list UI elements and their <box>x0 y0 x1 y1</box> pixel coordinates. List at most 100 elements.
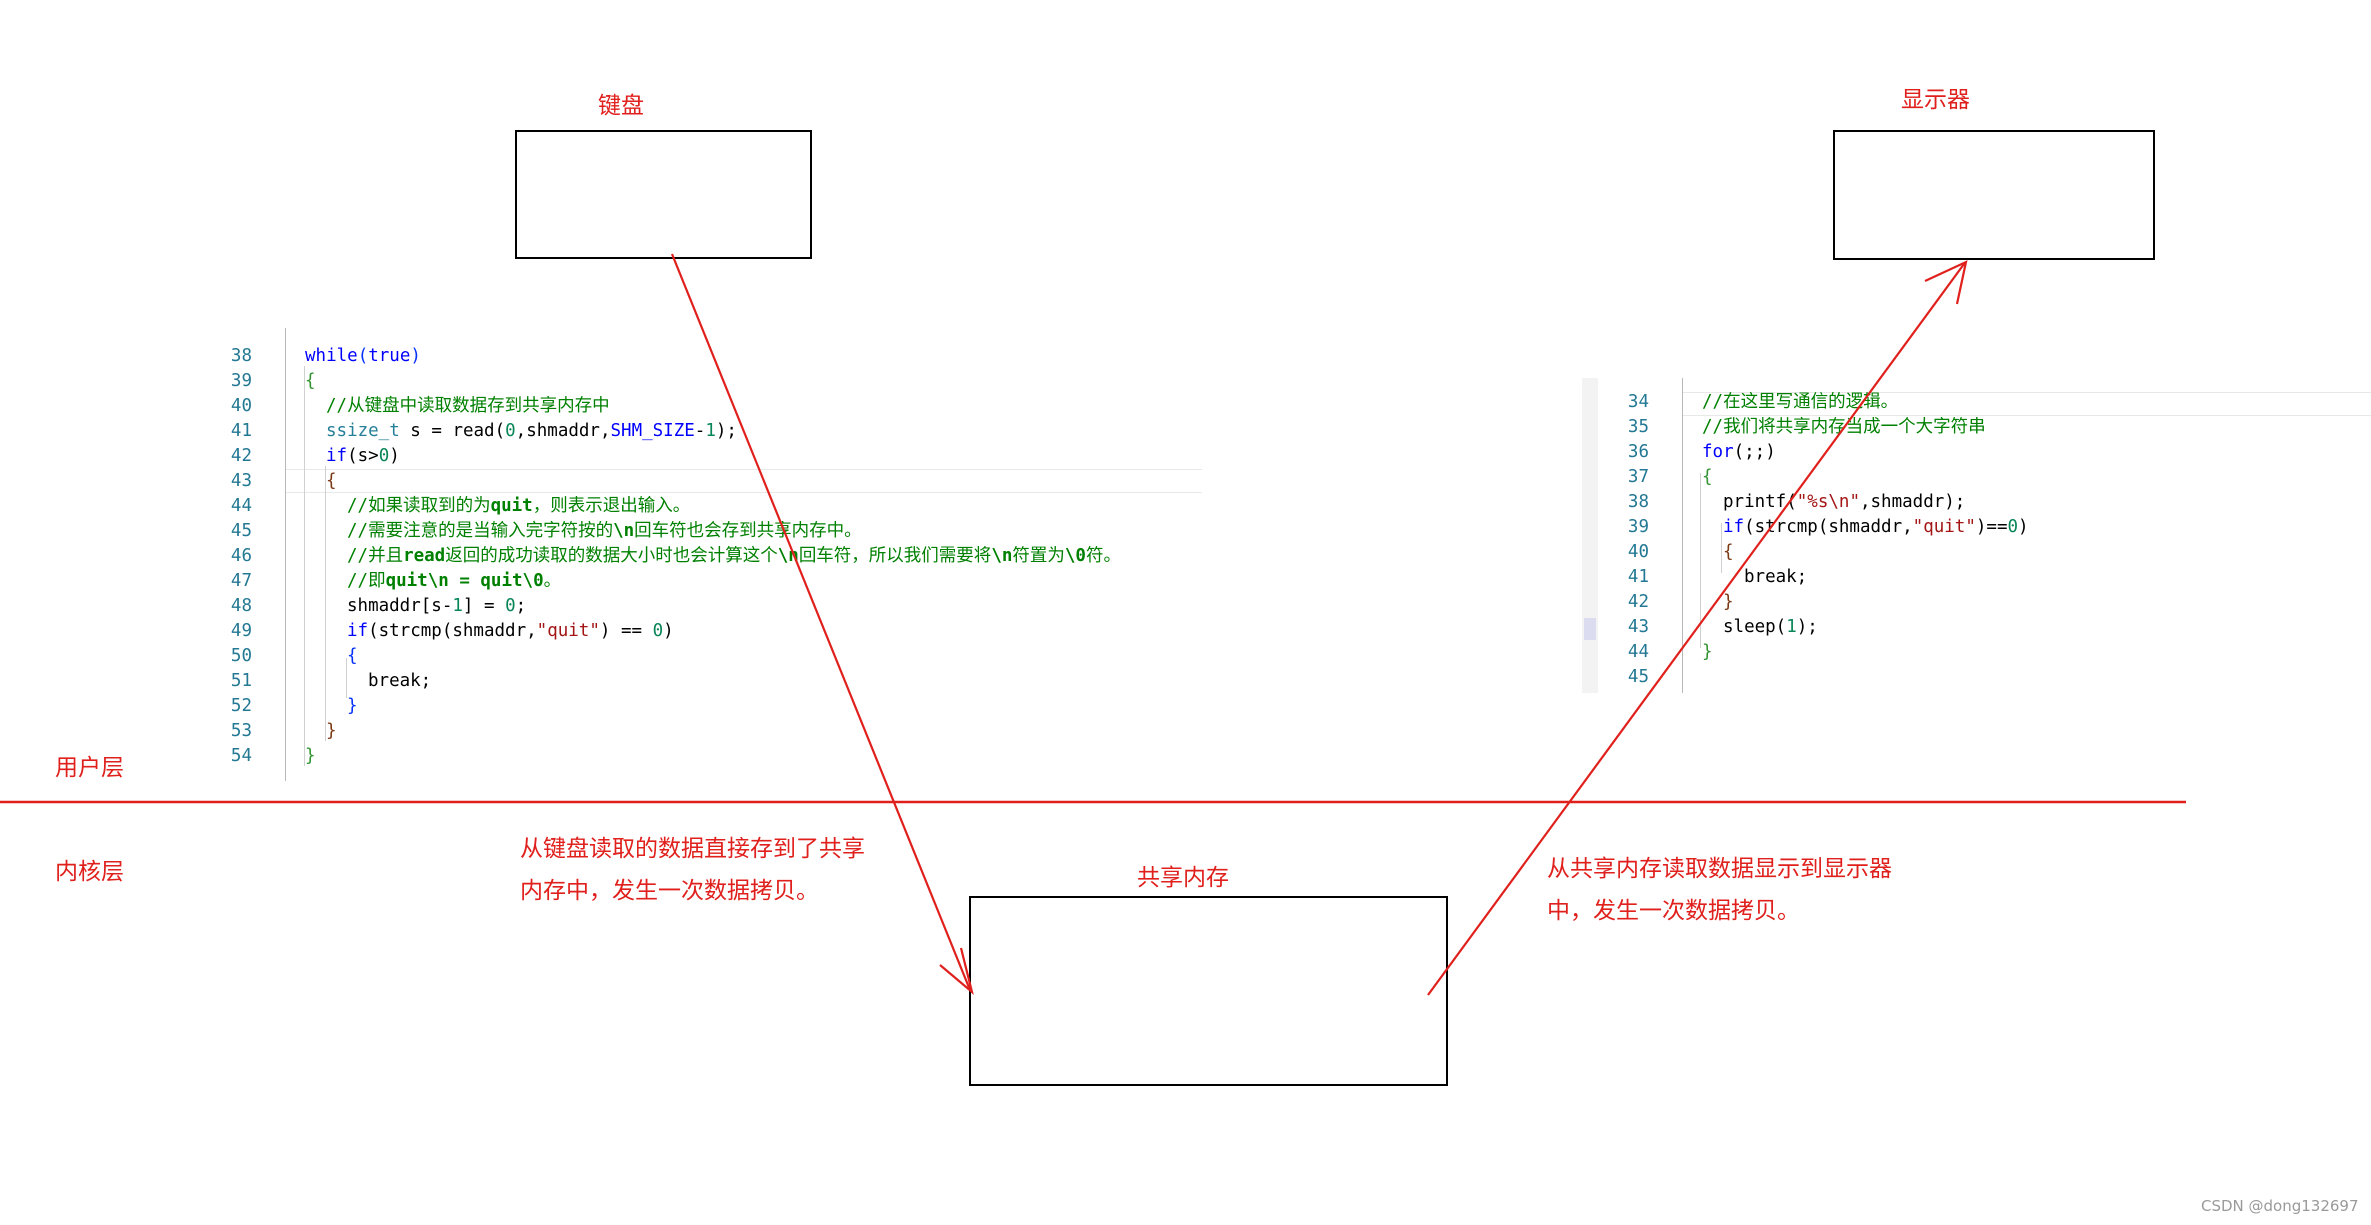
line-number: 49 <box>230 621 252 641</box>
line-number: 37 <box>1627 467 1649 487</box>
code-text: //如果读取到的为quit，则表示退出输入。 <box>347 494 690 519</box>
code-text: ssize_t s = read(0,shmaddr,SHM_SIZE-1); <box>326 419 737 444</box>
code-text: break; <box>1744 565 1807 590</box>
line-number: 43 <box>230 471 252 491</box>
line-number: 46 <box>230 546 252 566</box>
code-token: ) <box>410 346 421 366</box>
code-token: "quit" <box>1912 517 1976 537</box>
code-token: } <box>326 721 337 741</box>
code-token: if <box>1723 517 1745 537</box>
code-text: //即quit\n = quit\0。 <box>347 569 561 594</box>
reader-scroll-strip <box>1582 378 1598 693</box>
code-token: true <box>368 346 411 366</box>
code-token: read <box>403 546 446 566</box>
keyboard-to-memory-arrow <box>670 253 972 991</box>
code-text: //在这里写通信的逻辑。 <box>1702 390 1898 415</box>
code-token: ssize_t <box>326 421 400 441</box>
reader-indent-guide-2 <box>1721 523 1722 573</box>
code-token: 0 <box>2007 517 2019 537</box>
write-copy-note-line2: 内存中，发生一次数据拷贝。 <box>520 878 819 904</box>
code-text: if(strcmp(shmaddr,"quit") == 0) <box>347 619 674 644</box>
code-token: ); <box>1796 617 1818 637</box>
code-token: (s> <box>347 446 379 466</box>
code-token: 1 <box>1786 617 1797 637</box>
code-token: } <box>305 746 316 766</box>
writer-indent-guide-1 <box>304 366 305 766</box>
write-copy-note: 从键盘读取的数据直接存到了共享 内存中，发生一次数据拷贝。 <box>520 828 865 912</box>
code-token: } <box>1702 642 1713 662</box>
code-token: //并且 <box>347 546 404 566</box>
code-token: //在这里写通信的逻辑。 <box>1702 392 1899 412</box>
code-token: ) == <box>599 621 653 641</box>
write-copy-note-line1: 从键盘读取的数据直接存到了共享 <box>520 836 865 862</box>
code-token: while <box>305 346 358 366</box>
code-token: } <box>1723 592 1734 612</box>
code-token: - <box>694 421 706 441</box>
writer-indent-guide-3 <box>346 658 347 698</box>
line-number: 39 <box>230 371 252 391</box>
code-token: //如果读取到的为 <box>347 496 491 516</box>
code-text: { <box>305 369 316 394</box>
line-number: 42 <box>230 446 252 466</box>
code-token: { <box>326 471 337 491</box>
code-token: \n <box>777 546 799 566</box>
code-text: if(strcmp(shmaddr,"quit")==0) <box>1723 515 2029 540</box>
code-token: break; <box>1744 567 1808 587</box>
code-token: { <box>305 371 316 391</box>
line-number: 50 <box>230 646 252 666</box>
code-token: "%s\n" <box>1796 492 1860 512</box>
code-text: { <box>1723 540 1734 565</box>
code-token: break; <box>368 671 432 691</box>
code-token: if <box>326 446 348 466</box>
line-number: 41 <box>1627 567 1649 587</box>
code-token: quit\n = quit\0 <box>385 571 544 591</box>
line-number: 36 <box>1627 442 1649 462</box>
code-text: } <box>1723 590 1734 615</box>
display-box <box>1833 130 2155 260</box>
line-number: 48 <box>230 596 252 616</box>
code-token: (strcmp(shmaddr, <box>368 621 537 641</box>
line-number: 53 <box>230 721 252 741</box>
code-token: 符。 <box>1085 546 1121 566</box>
code-token: 。 <box>543 571 562 591</box>
code-token: 返回的成功读取的数据大小时也会计算这个 <box>445 546 778 566</box>
code-token: sleep( <box>1723 617 1787 637</box>
line-number: 35 <box>1627 417 1649 437</box>
line-number: 42 <box>1627 592 1649 612</box>
code-token: \0 <box>1064 546 1086 566</box>
code-token: 1 <box>452 596 463 616</box>
user-layer-label: 用户层 <box>55 755 124 781</box>
line-number: 54 <box>230 746 252 766</box>
code-text: } <box>305 744 316 769</box>
keyboard-box <box>515 130 812 259</box>
code-text: } <box>347 694 358 719</box>
code-token: (strcmp(shmaddr, <box>1744 517 1913 537</box>
code-text: sleep(1); <box>1723 615 1818 640</box>
line-number: 51 <box>230 671 252 691</box>
keyboard-to-memory-arrowhead <box>939 947 974 996</box>
code-token: } <box>347 696 358 716</box>
code-token: { <box>1723 542 1734 562</box>
code-text: while(true) <box>305 344 421 369</box>
code-token: //即 <box>347 571 386 591</box>
line-number: 44 <box>230 496 252 516</box>
code-token: for <box>1702 442 1734 462</box>
code-token: { <box>1702 467 1713 487</box>
code-token: ) <box>2018 517 2029 537</box>
code-token: ,shmaddr, <box>515 421 611 441</box>
code-text: //并且read返回的成功读取的数据大小时也会计算这个\n回车符，所以我们需要将… <box>347 544 1121 569</box>
read-copy-note: 从共享内存读取数据显示到显示器 中，发生一次数据拷贝。 <box>1547 848 1892 932</box>
line-number: 39 <box>1627 517 1649 537</box>
code-token: shmaddr[s- <box>347 596 453 616</box>
code-token: 0 <box>378 446 390 466</box>
code-token: ; <box>515 596 527 616</box>
reader-current-line-bottom <box>1683 415 2371 416</box>
code-text: { <box>326 469 337 494</box>
code-token: { <box>347 646 358 666</box>
code-token: 1 <box>705 421 716 441</box>
display-label: 显示器 <box>1901 87 1970 113</box>
shared-memory-label: 共享内存 <box>1137 865 1229 891</box>
code-token: ( <box>357 346 369 366</box>
